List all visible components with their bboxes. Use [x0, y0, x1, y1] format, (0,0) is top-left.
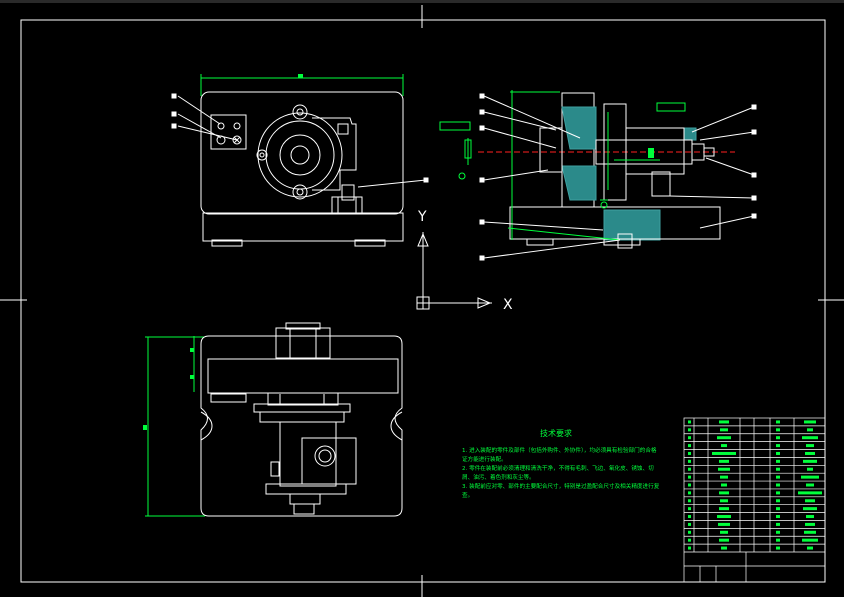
bom-cell-mark: [806, 515, 814, 519]
bom-cell-mark: [688, 530, 691, 534]
bom-cell-mark: [717, 436, 731, 440]
bom-cell-mark: [721, 483, 727, 487]
bom-cell-mark: [776, 491, 780, 495]
top-toolbar-strip: [0, 0, 844, 3]
notes-line: 查。: [462, 491, 473, 499]
notes-line: 屑、油污、着色剂和灰尘等。: [462, 473, 535, 481]
bill-of-materials-table: [683, 417, 826, 583]
bom-cell-mark: [719, 459, 729, 463]
bom-cell-mark: [721, 444, 727, 448]
top-view: [143, 322, 403, 517]
bom-cell-mark: [688, 483, 691, 487]
bom-cell-mark: [776, 475, 780, 479]
bom-cell-mark: [803, 459, 817, 463]
bom-cell-mark: [721, 546, 727, 550]
bom-cell-mark: [776, 451, 780, 455]
bom-cell-mark: [776, 538, 780, 542]
bom-cell-mark: [688, 467, 691, 471]
bom-cell-mark: [688, 475, 691, 479]
bom-cell-mark: [688, 451, 691, 455]
bom-cell-mark: [718, 522, 730, 526]
bom-cell-mark: [720, 475, 728, 479]
bom-cell-mark: [806, 444, 814, 448]
bom-cell-mark: [798, 491, 822, 495]
bom-cell-mark: [712, 451, 736, 455]
bom-cell-mark: [688, 546, 691, 550]
bom-cell-mark: [802, 436, 818, 440]
bom-cell-mark: [776, 420, 780, 424]
bom-cell-mark: [776, 459, 780, 463]
notes-line: 证方能进行装配。: [462, 455, 507, 463]
bom-cell-mark: [688, 507, 691, 511]
notes-line: 1. 进入装配的零件及部件（包括外购件、外协件），均必须具有检验部门的合格: [462, 446, 657, 454]
notes-line: 2. 零件在装配前必须清理和清洗干净，不得有毛刺、飞边、氧化皮、锈蚀、切: [462, 464, 654, 472]
x-axis-label: X: [503, 297, 513, 313]
technical-notes: 技术要求 1. 进入装配的零件及部件（包括外购件、外协件），均必须具有检验部门的…: [462, 428, 660, 499]
bom-cell-mark: [776, 483, 780, 487]
bom-cell-mark: [776, 546, 780, 550]
bom-cell-mark: [807, 546, 813, 550]
bom-cell-mark: [804, 530, 816, 534]
bom-cell-mark: [776, 522, 780, 526]
notes-title: 技术要求: [540, 428, 572, 438]
bom-cell-mark: [776, 428, 780, 432]
y-axis-label: Y: [417, 209, 427, 225]
bom-cell-mark: [717, 515, 731, 519]
bom-cell-mark: [776, 499, 780, 503]
front-view: [171, 74, 429, 247]
drawing-frame: [0, 5, 844, 597]
front-width-dimension: [200, 74, 404, 96]
bom-cell-mark: [804, 420, 816, 424]
bom-cell-mark: [688, 522, 691, 526]
bom-cell-mark: [718, 467, 730, 471]
bom-cell-mark: [805, 499, 815, 503]
bom-cell-mark: [720, 428, 728, 432]
bom-cell-mark: [776, 436, 780, 440]
bom-cell-mark: [776, 507, 780, 511]
bom-cell-mark: [688, 538, 691, 542]
bom-cell-mark: [776, 444, 780, 448]
bom-cell-mark: [720, 499, 728, 503]
bom-cell-mark: [803, 507, 817, 511]
bom-cell-mark: [805, 451, 815, 455]
section-view: [439, 90, 757, 261]
bom-cell-mark: [688, 499, 691, 503]
bom-cell-mark: [720, 530, 728, 534]
bom-cell-mark: [688, 444, 691, 448]
bom-cell-mark: [719, 420, 729, 424]
bom-cell-mark: [802, 538, 818, 542]
bom-cell-mark: [805, 522, 815, 526]
bom-cell-mark: [806, 483, 814, 487]
bom-cell-mark: [719, 507, 729, 511]
bom-cell-mark: [688, 459, 691, 463]
bom-cell-mark: [719, 491, 729, 495]
ucs-icon: [416, 232, 492, 310]
bom-cell-mark: [719, 538, 729, 542]
bom-cell-mark: [807, 467, 813, 471]
bom-cell-mark: [688, 428, 691, 432]
bom-cell-mark: [776, 515, 780, 519]
bom-cell-mark: [688, 515, 691, 519]
bom-cell-mark: [807, 428, 813, 432]
bom-cell-mark: [776, 530, 780, 534]
bom-cell-mark: [688, 420, 691, 424]
bom-cell-mark: [688, 491, 691, 495]
bom-cell-mark: [801, 475, 819, 479]
bom-cell-mark: [776, 467, 780, 471]
bom-cell-mark: [688, 436, 691, 440]
notes-line: 3. 装配前应对零、部件的主要配合尺寸，特别是过盈配合尺寸及相关精度进行复: [462, 482, 660, 490]
